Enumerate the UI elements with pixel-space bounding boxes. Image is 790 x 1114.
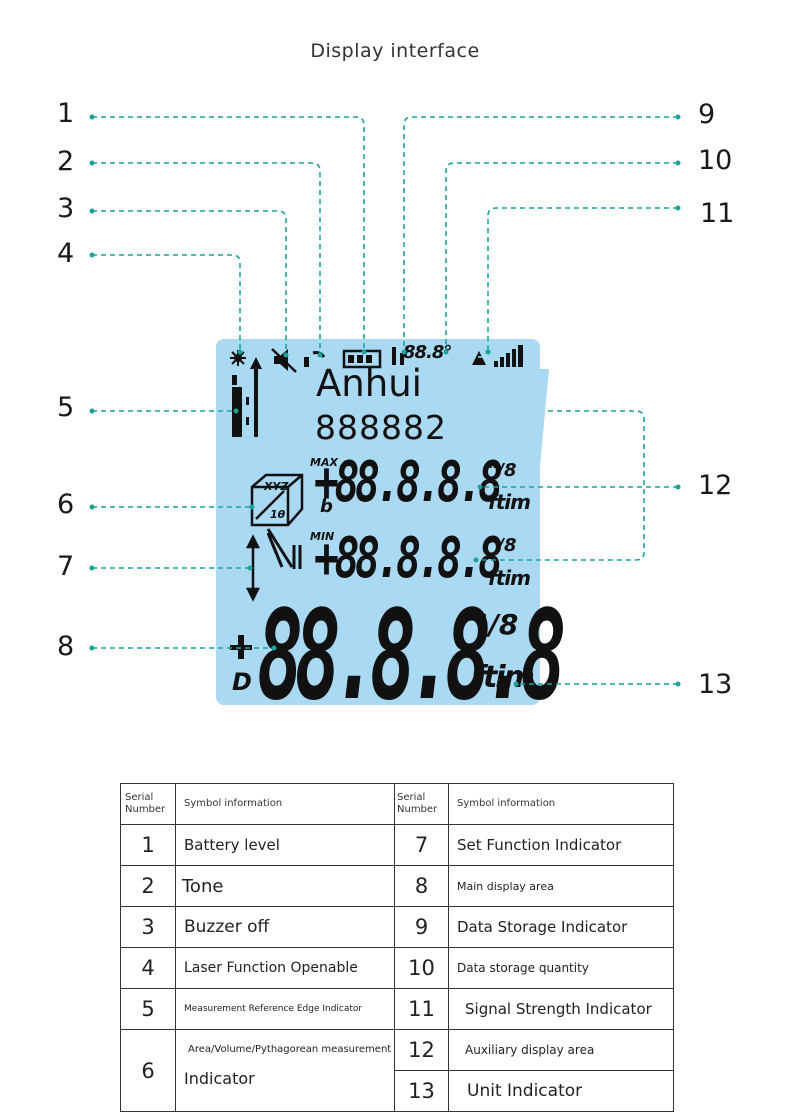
callout-9: 9 bbox=[698, 99, 716, 130]
serial-2: 2 bbox=[120, 865, 176, 907]
header-info-right: Symbol information bbox=[448, 783, 674, 825]
storage-quantity: 88.8° bbox=[403, 342, 452, 363]
serial-7: 7 bbox=[394, 824, 449, 866]
info-5: Measurement Reference Edge Indicator bbox=[175, 988, 395, 1030]
table-row: 6 Area/Volume/Pythagorean measurement In… bbox=[120, 1029, 674, 1112]
serial-5: 5 bbox=[120, 988, 176, 1030]
serial-6: 6 bbox=[120, 1029, 176, 1112]
lcd-notch bbox=[540, 369, 549, 466]
info-8: Main display area bbox=[448, 865, 674, 907]
table-header-row: Serial Number Symbol information Serial … bbox=[120, 783, 674, 825]
theta-label: 1θ bbox=[270, 508, 286, 521]
serial-13: 13 bbox=[394, 1070, 449, 1112]
table-row: 5 Measurement Reference Edge Indicator 1… bbox=[120, 988, 674, 1030]
callout-5: 5 bbox=[57, 392, 75, 423]
max-label: MAX bbox=[310, 456, 338, 469]
table-row: 13 Unit Indicator bbox=[121, 1070, 674, 1112]
laser-icon bbox=[230, 350, 246, 366]
info-3: Buzzer off bbox=[175, 906, 395, 948]
d-label: D bbox=[232, 668, 252, 696]
info-7: Set Function Indicator bbox=[448, 824, 674, 866]
serial-4: 4 bbox=[120, 947, 176, 989]
table-row: 1 Battery level 7 Set Function Indicator bbox=[120, 824, 674, 866]
serial-10: 10 bbox=[394, 947, 449, 989]
callout-12: 12 bbox=[698, 470, 733, 501]
info-9: Data Storage Indicator bbox=[448, 906, 674, 948]
info-4: Laser Function Openable bbox=[175, 947, 395, 989]
callout-7: 7 bbox=[57, 551, 75, 582]
table-row: 4 Laser Function Openable 10 Data storag… bbox=[120, 947, 674, 989]
serial-1: 1 bbox=[120, 824, 176, 866]
info-11: Signal Strength Indicator bbox=[448, 988, 674, 1030]
aux-line-2: +88.8.8.8 bbox=[314, 526, 503, 591]
aux-line-1: +88.8.8.8 bbox=[314, 450, 503, 515]
set-function-icon bbox=[245, 534, 261, 602]
callout-3: 3 bbox=[57, 193, 75, 224]
serial-11: 11 bbox=[394, 988, 449, 1030]
lcd-graphics bbox=[230, 345, 523, 659]
info-13: Unit Indicator bbox=[448, 1070, 674, 1112]
main-unit-frac: "/8 bbox=[474, 608, 519, 641]
header-serial-right: Serial Number bbox=[394, 783, 449, 825]
table-row: 3 Buzzer off 9 Data Storage Indicator bbox=[120, 906, 674, 948]
info-2: Tone bbox=[175, 865, 395, 907]
table-row: 2 Tone 8 Main display area bbox=[120, 865, 674, 907]
aux2-unit-text: ftim bbox=[488, 566, 531, 590]
data-storage-icon bbox=[392, 347, 404, 365]
info-6-line2: Indicator bbox=[184, 1069, 255, 1088]
callout-1: 1 bbox=[57, 98, 75, 129]
main-line: 88.8.8.8 bbox=[257, 584, 567, 728]
signal-icon bbox=[472, 345, 523, 367]
callout-6: 6 bbox=[57, 489, 75, 520]
callout-10: 10 bbox=[698, 145, 733, 176]
info-10: Data storage quantity bbox=[448, 947, 674, 989]
leader-lines bbox=[89, 114, 681, 687]
main-unit-text: ftim bbox=[472, 660, 535, 695]
serial-12: 12 bbox=[394, 1029, 449, 1071]
serial-8: 8 bbox=[394, 865, 449, 907]
header-serial-left: Serial Number bbox=[120, 783, 176, 825]
header-info-left: Symbol information bbox=[175, 783, 395, 825]
serial-3: 3 bbox=[120, 906, 176, 948]
lcd-display bbox=[216, 339, 540, 705]
callout-2: 2 bbox=[57, 146, 75, 177]
page-title: Display interface bbox=[310, 40, 480, 62]
callout-4: 4 bbox=[57, 238, 75, 269]
info-12: Auxiliary display area bbox=[448, 1029, 674, 1071]
display-model: 888882 bbox=[315, 408, 447, 447]
aux1-unit-frac: "/8 bbox=[488, 460, 517, 481]
symbol-table: Serial Number Symbol information Serial … bbox=[120, 783, 674, 1112]
b-label: b bbox=[320, 496, 333, 517]
callout-8: 8 bbox=[57, 631, 75, 662]
aux2-unit-frac: "/8 bbox=[488, 535, 517, 556]
info-6: Area/Volume/Pythagorean measurement Indi… bbox=[175, 1029, 395, 1112]
min-label: MIN bbox=[310, 530, 335, 543]
pythagorean-icon bbox=[266, 528, 302, 569]
callout-13: 13 bbox=[698, 669, 733, 700]
area-volume-icon bbox=[250, 473, 304, 527]
display-brand: Anhui bbox=[316, 362, 422, 405]
serial-9: 9 bbox=[394, 906, 449, 948]
aux1-unit-text: ftim bbox=[488, 490, 531, 514]
xyz-label: XYZ bbox=[264, 480, 289, 493]
info-6-line1: Area/Volume/Pythagorean measurement bbox=[188, 1044, 392, 1055]
callout-11: 11 bbox=[700, 198, 735, 229]
info-1: Battery level bbox=[175, 824, 395, 866]
